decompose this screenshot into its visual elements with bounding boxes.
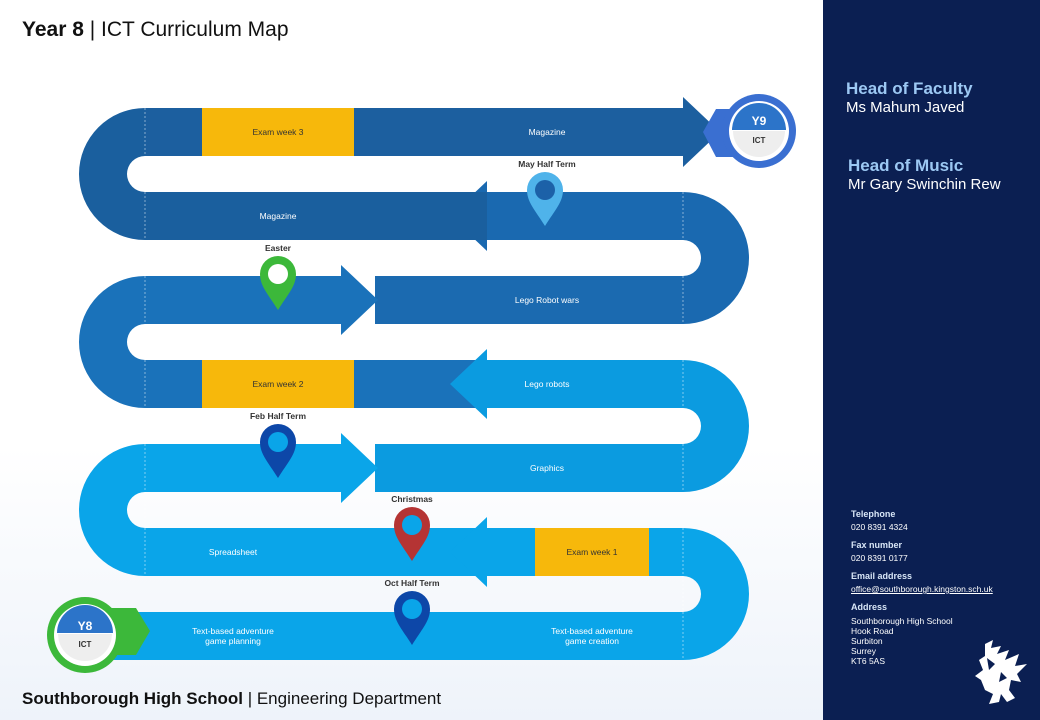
- address-line-4: Surrey: [851, 646, 877, 656]
- title-subject: | ICT Curriculum Map: [83, 18, 289, 41]
- christmas-label: Christmas: [391, 494, 433, 504]
- address-line-1: Southborough High School: [851, 616, 953, 626]
- road-row-6-left: [145, 528, 487, 576]
- start-badge-sub: ICT: [79, 640, 92, 649]
- start-badge-label: Y8: [78, 619, 93, 633]
- end-badge-label: Y9: [752, 114, 767, 128]
- exam-block-2: [202, 360, 354, 408]
- music-heading: Head of Music: [848, 156, 964, 175]
- pin-christmas: Christmas: [391, 494, 433, 561]
- road-curve-right-1: [683, 192, 749, 324]
- music-name: Mr Gary Swinchin Rew: [848, 176, 1001, 193]
- road-row-2: [450, 181, 683, 251]
- row4-exam-label: Exam week 2: [252, 379, 303, 389]
- pin-feb-half-term: Feb Half Term: [250, 411, 306, 478]
- pin-oct-half-term: Oct Half Term: [384, 578, 440, 645]
- row1-topic-label: Magazine: [529, 127, 566, 137]
- page-title: Year 8 | ICT Curriculum Map: [22, 18, 289, 42]
- row6-topic-label: Spreadsheet: [209, 547, 258, 557]
- easter-label: Easter: [265, 243, 292, 253]
- end-badge-sub: ICT: [753, 136, 766, 145]
- end-badge: Y9 ICT: [722, 94, 796, 168]
- road-row-7: [110, 612, 683, 660]
- feb-label: Feb Half Term: [250, 411, 306, 421]
- row7-topic-a-line2: game planning: [205, 636, 261, 646]
- road-row-3: [145, 265, 378, 335]
- exam-block-1: [535, 528, 649, 576]
- row5-topic-label: Graphics: [530, 463, 564, 473]
- row2-topic-label: Magazine: [260, 211, 297, 221]
- row7-topic-b-line2: game creation: [565, 636, 619, 646]
- address-line-5: KT6 5AS: [851, 656, 886, 666]
- pin-easter: Easter: [260, 243, 296, 310]
- road-curve-right-2: [683, 360, 749, 492]
- address-line-3: Surbiton: [851, 636, 883, 646]
- row7-topic-b-line1: Text-based adventure: [551, 626, 633, 636]
- road-curve-right-3: [683, 528, 749, 660]
- road-curve-left-3: [79, 444, 145, 576]
- title-year: Year 8: [22, 18, 84, 41]
- oct-label: Oct Half Term: [384, 578, 440, 588]
- curriculum-road-diagram: Exam week 3 Magazine Magazine Lego Robot…: [47, 94, 796, 673]
- address-line-2: Hook Road: [851, 626, 894, 636]
- address-label: Address: [851, 602, 888, 612]
- email-label: Email address: [851, 571, 913, 581]
- road-dashed-edges: [144, 108, 684, 660]
- start-badge: Y8 ICT: [47, 597, 123, 673]
- row4-topic-label: Lego robots: [525, 379, 570, 389]
- footer-school: Southborough High School: [22, 689, 243, 708]
- page-footer: Southborough High School | Engineering D…: [22, 689, 441, 709]
- fax-label: Fax number: [851, 540, 903, 550]
- contact-panel: Head of Faculty Ms Mahum Javed Head of M…: [823, 0, 1040, 720]
- telephone-label: Telephone: [851, 509, 896, 519]
- road-row-5: [145, 433, 378, 503]
- row1-exam-label: Exam week 3: [252, 127, 303, 137]
- exam-block-3: [202, 108, 354, 156]
- road-row-2-left: [145, 192, 487, 240]
- fax-value: 020 8391 0177: [851, 553, 908, 563]
- road-row-5-right: [375, 444, 683, 492]
- faculty-heading: Head of Faculty: [846, 79, 973, 98]
- faculty-name: Ms Mahum Javed: [846, 99, 965, 116]
- may-label: May Half Term: [518, 159, 576, 169]
- email-link[interactable]: office@southborough.kingston.sch.uk: [851, 584, 993, 594]
- road-row-4: [450, 349, 683, 419]
- road-row-3-right: [375, 276, 683, 324]
- row3-topic-label: Lego Robot wars: [515, 295, 579, 305]
- pin-may-half-term: May Half Term: [518, 159, 576, 226]
- row6-exam-label: Exam week 1: [566, 547, 617, 557]
- griffin-logo-icon: [975, 640, 1027, 704]
- telephone-value: 020 8391 4324: [851, 522, 908, 532]
- footer-department: | Engineering Department: [242, 689, 442, 708]
- row7-topic-a-line1: Text-based adventure: [192, 626, 274, 636]
- road-curve-left-1: [79, 108, 145, 240]
- road-curve-left-2: [79, 276, 145, 408]
